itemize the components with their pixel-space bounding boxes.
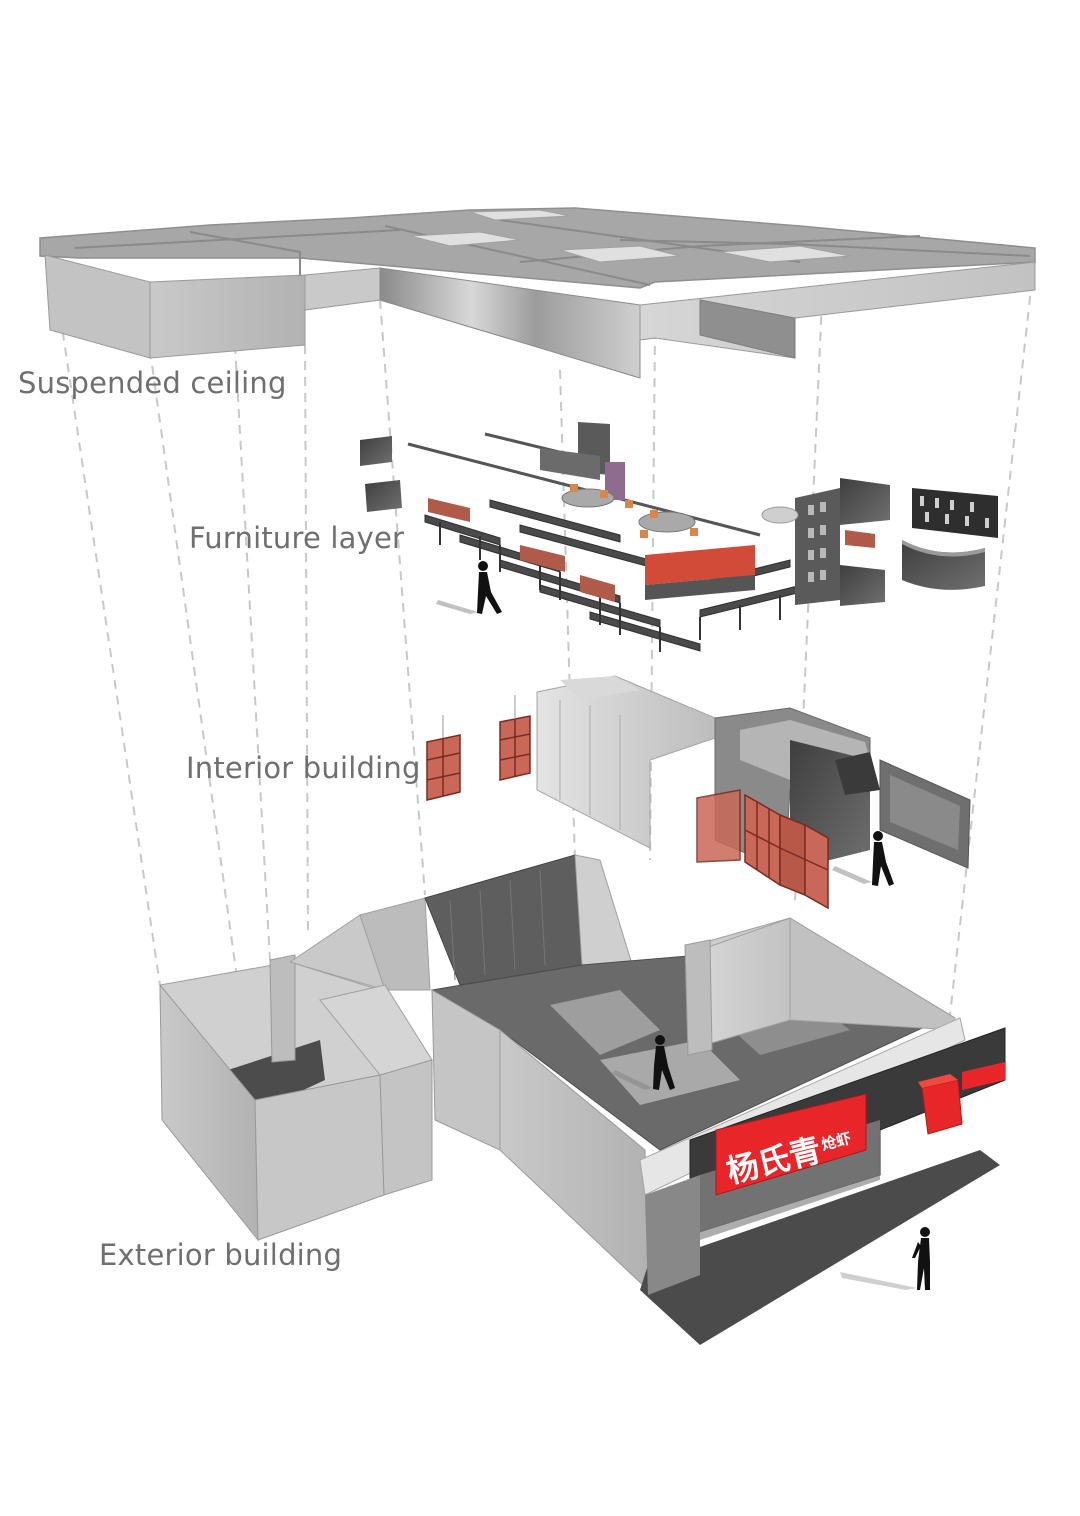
- label-furniture-layer: Furniture layer: [189, 521, 405, 555]
- label-exterior-building: Exterior building: [99, 1238, 343, 1272]
- red-lantern-box: [921, 1079, 963, 1135]
- label-suspended-ceiling: Suspended ceiling: [18, 366, 287, 400]
- ceiling-layer: [39, 207, 1036, 379]
- interior-layer: [426, 675, 971, 910]
- person-silhouette-furniture: [477, 561, 502, 614]
- person-silhouette-exterior-room: [653, 1035, 675, 1090]
- exterior-layer: 杨氏青 炝虾: [159, 854, 1006, 1345]
- furniture-layer: [360, 422, 998, 652]
- person-silhouette-street: [912, 1227, 930, 1290]
- main-shop-sign: [715, 1093, 867, 1196]
- person-silhouette-interior: [872, 831, 894, 886]
- label-interior-building: Interior building: [186, 751, 421, 785]
- red-lattice-panel: [426, 734, 461, 801]
